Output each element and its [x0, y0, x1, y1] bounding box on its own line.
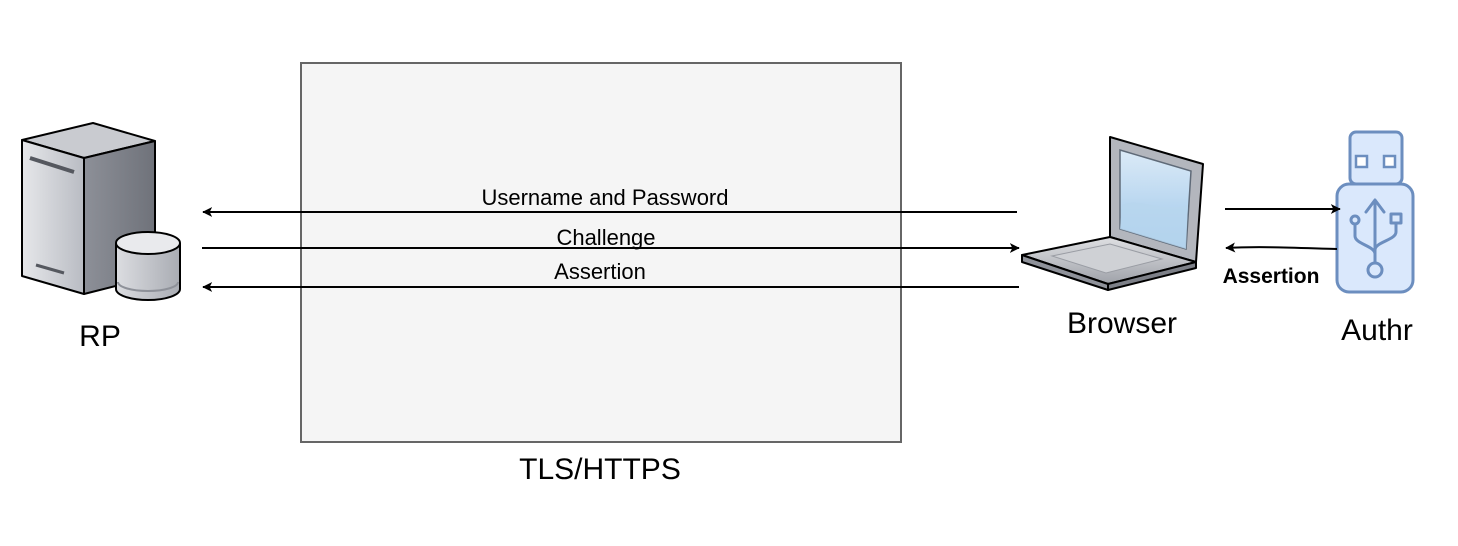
server-with-database-icon — [21, 122, 181, 301]
message-label-challenge: Challenge — [556, 225, 655, 250]
laptop-icon — [1021, 136, 1204, 291]
browser-label: Browser — [1067, 307, 1177, 340]
tls-https-box — [300, 62, 902, 443]
arrow-authr-to-browser — [1225, 242, 1338, 253]
message-label-username-password: Username and Password — [481, 185, 728, 210]
authr-label: Authr — [1341, 314, 1413, 347]
local-label-assertion: Assertion — [1223, 265, 1320, 288]
usb-key-icon — [1335, 130, 1415, 294]
message-label-assertion: Assertion — [554, 259, 646, 284]
rp-label: RP — [79, 320, 121, 353]
tls-https-label: TLS/HTTPS — [519, 453, 681, 486]
